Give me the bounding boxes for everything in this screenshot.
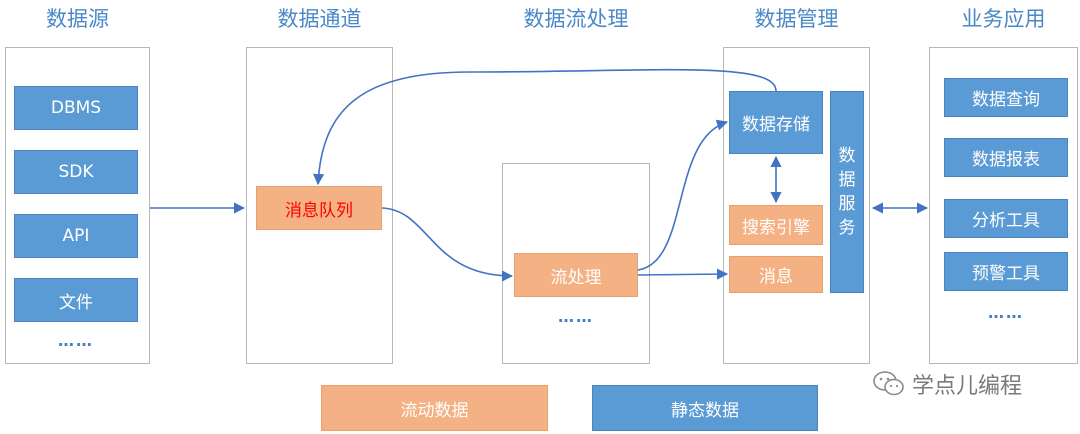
message-store: 消息 bbox=[729, 256, 823, 293]
app-item: 数据报表 bbox=[944, 138, 1068, 177]
legend-flowing-data: 流动数据 bbox=[321, 385, 548, 431]
column-title-apps: 业务应用 bbox=[961, 7, 1046, 31]
app-item: 数据查询 bbox=[944, 78, 1068, 117]
wechat-icon bbox=[873, 371, 904, 396]
watermark: 学点儿编程 bbox=[872, 366, 1022, 402]
legend-static-data: 静态数据 bbox=[592, 385, 818, 431]
source-item: API bbox=[14, 214, 138, 258]
arrow-queue-to-stream bbox=[381, 207, 514, 282]
source-item: 文件 bbox=[14, 278, 138, 322]
watermark-text: 学点儿编程 bbox=[912, 374, 1023, 399]
data-service-char: 务 bbox=[838, 218, 856, 238]
arrow-stream-to-storage bbox=[637, 119, 729, 271]
source-item: DBMS bbox=[14, 86, 138, 130]
data-storage: 数据存储 bbox=[729, 91, 823, 154]
stream-more: …… bbox=[558, 307, 594, 326]
data-service: 数 据 服 务 bbox=[830, 91, 864, 293]
source-item: SDK bbox=[14, 150, 138, 194]
search-engine: 搜索引擎 bbox=[729, 205, 823, 245]
message-queue: 消息队列 bbox=[256, 186, 382, 230]
source-more: …… bbox=[58, 331, 94, 350]
app-item: 分析工具 bbox=[944, 199, 1068, 238]
column-title-stream: 数据流处理 bbox=[523, 7, 629, 31]
column-title-management: 数据管理 bbox=[754, 7, 839, 31]
app-item: 预警工具 bbox=[944, 252, 1068, 291]
arrow-stream-to-message bbox=[637, 268, 729, 280]
data-service-char: 数 bbox=[838, 146, 856, 166]
data-service-char: 服 bbox=[838, 194, 856, 214]
apps-more: …… bbox=[988, 303, 1024, 322]
arrow-storage-to-queue bbox=[312, 68, 777, 186]
column-title-source: 数据源 bbox=[46, 7, 109, 31]
column-title-channel: 数据通道 bbox=[277, 7, 362, 31]
data-service-char: 据 bbox=[838, 170, 856, 190]
stream-processor: 流处理 bbox=[514, 253, 638, 297]
